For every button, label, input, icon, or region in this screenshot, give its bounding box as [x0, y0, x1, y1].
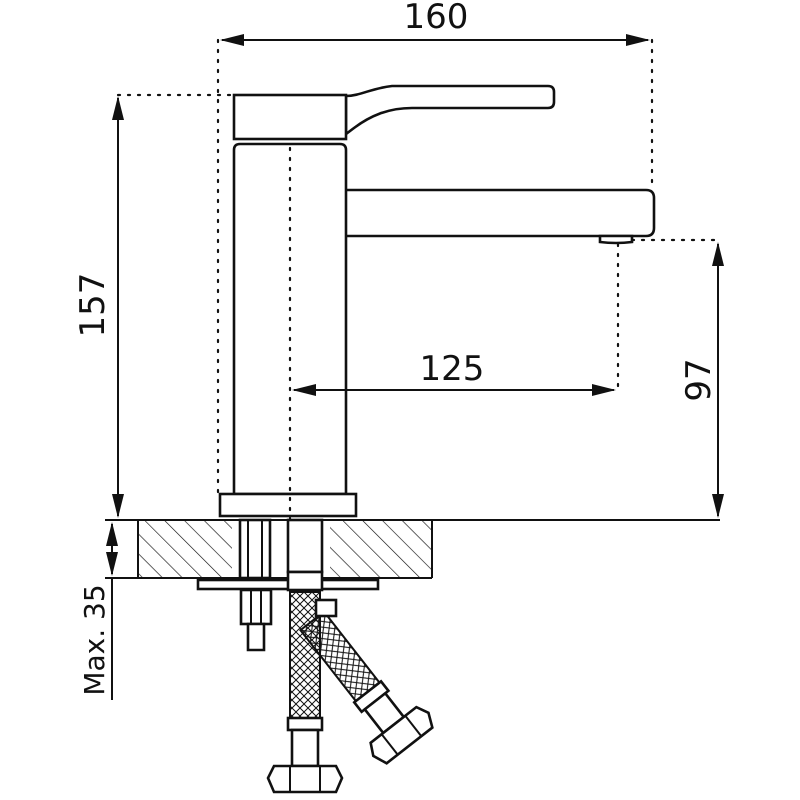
- dimension-label-total-width: 160: [404, 0, 469, 37]
- dimension-label-spout-reach: 125: [420, 349, 485, 389]
- dimension-label-spout-height: 97: [679, 358, 719, 401]
- dimension-spout-height: 97: [679, 242, 724, 518]
- faucet-body: [218, 84, 656, 518]
- mounting-nut: [239, 588, 273, 626]
- lever-handle: [344, 84, 556, 137]
- dimension-total-height: 157: [73, 96, 124, 518]
- dimension-max-mount: Max. 35: [78, 522, 128, 700]
- faucet-base: [218, 492, 358, 518]
- dimension-total-width: 160: [220, 0, 650, 46]
- faucet-cap: [232, 93, 348, 141]
- countertop: [105, 519, 720, 579]
- dimension-label-total-height: 157: [73, 273, 113, 338]
- hose-nut-angled: [369, 705, 434, 765]
- dimension-label-max-mount: Max. 35: [78, 584, 111, 695]
- aerator: [598, 234, 634, 245]
- under-counter-fittings: [196, 518, 434, 794]
- spout: [344, 188, 656, 238]
- hose-nut-straight: [266, 764, 344, 794]
- extension-lines: [116, 38, 720, 522]
- dimension-spout-reach: 125: [292, 349, 616, 396]
